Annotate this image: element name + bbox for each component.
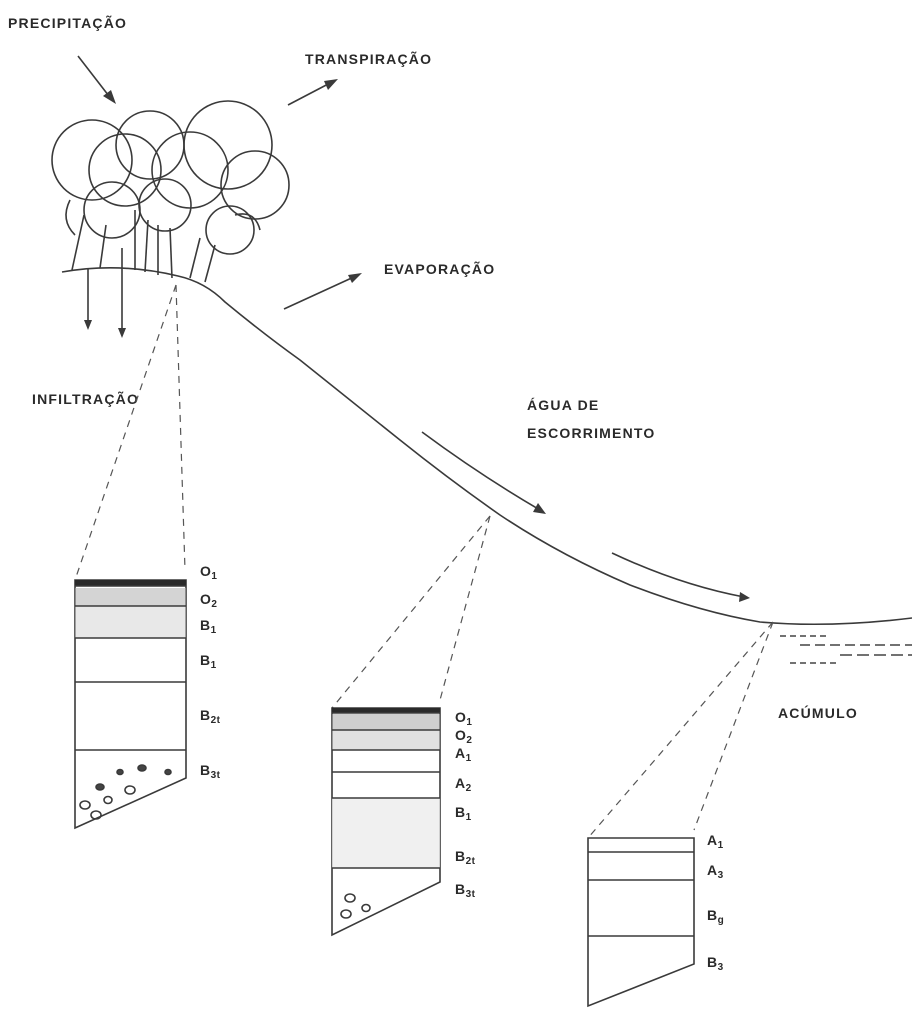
forest-canopy: [52, 101, 289, 282]
evaporation-arrow: [284, 273, 362, 309]
svg-text:O2: O2: [200, 591, 217, 610]
horizon-labels-lowland: A1 A3 Bg B3: [707, 832, 724, 973]
svg-text:A1: A1: [707, 832, 724, 851]
runoff-arrows: [422, 432, 750, 602]
svg-text:A3: A3: [707, 862, 724, 881]
svg-text:B3: B3: [707, 954, 724, 973]
label-infiltracao: INFILTRAÇÃO: [32, 390, 139, 407]
soil-profile-hilltop: [75, 580, 186, 828]
terrain-profile: [62, 268, 912, 624]
svg-text:A1: A1: [455, 745, 472, 764]
label-acumulo: ACÚMULO: [778, 704, 858, 721]
svg-text:O1: O1: [200, 563, 217, 582]
projection-lines: [75, 285, 773, 838]
label-escorrimento: ESCORRIMENTO: [527, 425, 656, 441]
soil-profile-slope: [332, 708, 440, 935]
label-agua-de: ÁGUA DE: [527, 397, 599, 413]
horizon-labels-slope: O1 O2 A1 A2 B1 B2t B3t: [455, 709, 476, 900]
infiltration-arrows: [84, 248, 126, 338]
svg-text:B1: B1: [200, 617, 217, 636]
svg-text:B1: B1: [455, 804, 472, 823]
label-transpiracao: TRANSPIRAÇÃO: [305, 50, 432, 67]
svg-text:B3t: B3t: [455, 881, 476, 900]
svg-text:B2t: B2t: [455, 848, 476, 867]
svg-text:O1: O1: [455, 709, 472, 728]
label-evaporacao: EVAPORAÇÃO: [384, 260, 495, 277]
svg-text:B1: B1: [200, 652, 217, 671]
svg-text:O2: O2: [455, 727, 472, 746]
soil-profile-lowland: [588, 838, 694, 1006]
transpiration-arrow: [288, 79, 338, 105]
horizon-labels-hilltop: O1 O2 B1 B1 B2t B3t: [200, 563, 221, 781]
svg-text:Bg: Bg: [707, 907, 724, 926]
svg-text:B3t: B3t: [200, 762, 221, 781]
water-surface: [780, 636, 912, 663]
label-precipitacao: PRECIPITAÇÃO: [8, 14, 127, 31]
precipitation-arrow: [78, 56, 116, 104]
svg-text:A2: A2: [455, 775, 472, 794]
svg-text:B2t: B2t: [200, 707, 221, 726]
